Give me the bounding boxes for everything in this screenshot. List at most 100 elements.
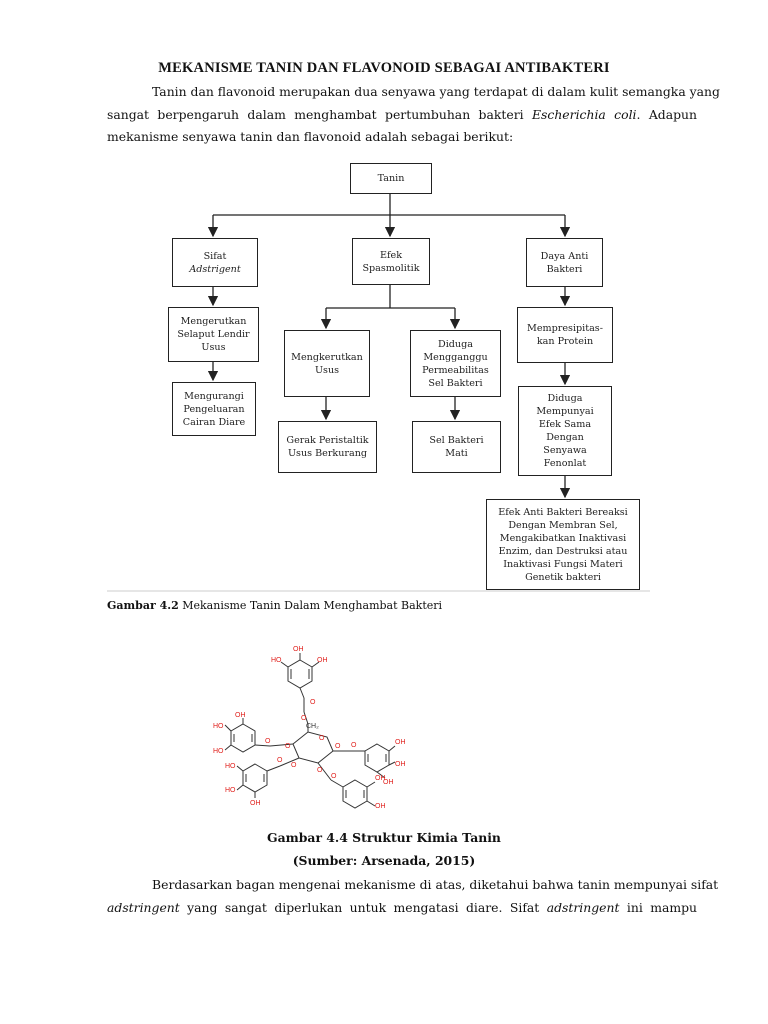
box-label: Sifat	[203, 250, 227, 262]
figure-caption-4-4: Gambar 4.4 Struktur Kimia Tanin	[267, 830, 501, 845]
structure-label: O	[285, 743, 291, 750]
intro-species-name: Escherichia coli	[531, 106, 637, 122]
structure-label: OH	[235, 712, 246, 719]
box-label: Efek Sama	[538, 419, 592, 430]
figure-number: Gambar 4.2	[107, 599, 179, 612]
box-label: Mengurangi	[184, 390, 244, 402]
structure-label: OH	[395, 761, 406, 768]
galloyl-ring-bottom	[342, 779, 368, 809]
intro-line-3: mekanisme senyawa tanin dan flavonoid ad…	[107, 129, 514, 144]
structure-label: CH₂	[306, 723, 319, 730]
structure-label: HO	[225, 763, 236, 770]
box-label: Mengakibatkan Inaktivasi	[499, 532, 627, 544]
structure-label: OH	[395, 739, 406, 746]
figure-caption-4-2: Gambar 4.2 Mekanisme Tanin Dalam Mengham…	[107, 599, 442, 612]
structure-label: OH	[375, 775, 386, 782]
structure-label: O	[319, 735, 325, 742]
intro-line-2-text: sangat berpengaruh dalam menghambat pert…	[107, 106, 524, 122]
box-label: kan Protein	[536, 336, 594, 347]
structure-label: O	[317, 767, 323, 774]
box-label: Sel Bakteri	[429, 435, 484, 446]
box-label: Enzim, dan Destruksi atau	[498, 545, 628, 557]
closing-line-2: adstringent yang sangat diperlukan untuk…	[107, 897, 697, 920]
box-label: Dengan Membran Sel,	[508, 519, 618, 531]
intro-line-2: sangat berpengaruh dalam menghambat pert…	[107, 104, 697, 127]
structure-label: O	[310, 699, 316, 706]
box-label: Bakteri	[546, 263, 583, 275]
box-mempresipitaskan-protein: Mempresipitas-kan Protein	[517, 307, 613, 363]
box-label: Dengan	[546, 432, 584, 443]
page-title: MEKANISME TANIN DAN FLAVONOID SEBAGAI AN…	[158, 60, 610, 76]
box-label: Permeabilitas	[422, 364, 489, 376]
box-label: Efek Anti Bakteri Bereaksi	[498, 506, 628, 518]
box-label: Mati	[445, 448, 468, 459]
box-label: Usus	[201, 342, 226, 353]
box-label: Cairan Diare	[182, 416, 246, 428]
closing-term: adstringent	[107, 899, 180, 915]
structure-label: HO	[271, 657, 282, 664]
box-label: Selaput Lendir	[177, 329, 250, 340]
closing-paragraph: Berdasarkan bagan mengenai mekanisme di …	[107, 874, 719, 920]
box-label: Pengeluaran	[183, 403, 245, 415]
closing-term: adstringent	[546, 899, 620, 915]
box-label: Mempresipitas-	[527, 323, 603, 334]
box-label: Usus Berkurang	[287, 448, 368, 459]
structure-label: O	[351, 742, 357, 749]
galloyl-ring-right	[364, 743, 390, 773]
box-label: Diduga	[547, 393, 583, 404]
box-label: Tanin	[377, 173, 405, 184]
box-label: Sel Bakteri	[428, 377, 483, 389]
structure-label: OH	[317, 657, 328, 664]
box-tanin: Tanin	[350, 163, 432, 194]
galloyl-ring-top	[287, 659, 313, 689]
box-label: Usus	[314, 364, 340, 376]
box-label: Senyawa	[543, 445, 587, 456]
box-label: Diduga	[438, 338, 473, 350]
intro-paragraph: Tanin dan flavonoid merupakan dua senyaw…	[107, 81, 720, 149]
structure-label: O	[277, 757, 283, 764]
closing-text: ini mampu	[619, 899, 697, 915]
structure-label: OH	[250, 800, 261, 807]
structure-label: HO	[213, 748, 224, 755]
box-label: Genetik bakteri	[525, 571, 601, 583]
box-label: Efek	[379, 249, 403, 261]
galloyl-ring-left-lower	[242, 763, 268, 793]
structure-label: O	[331, 773, 337, 780]
intro-line-1: Tanin dan flavonoid merupakan dua senyaw…	[152, 84, 720, 99]
intro-line-2-end: . Adapun	[636, 106, 697, 122]
closing-text: yang sangat diperlukan untuk mengatasi d…	[179, 899, 547, 915]
box-label: Daya Anti	[540, 250, 589, 262]
box-label: Adstrigent	[189, 263, 241, 275]
closing-line-1: Berdasarkan bagan mengenai mekanisme di …	[152, 877, 719, 892]
box-label: Mempunyai	[536, 406, 594, 417]
box-label: Gerak Peristaltik	[286, 435, 369, 446]
galloyl-ring-left-upper	[230, 723, 256, 753]
box-label: Mengerutkan	[180, 316, 247, 327]
structure-label: O	[335, 743, 341, 750]
structure-label: HO	[213, 723, 224, 730]
box-label: Mengkerutkan	[291, 351, 363, 363]
box-label: Mengganggu	[423, 351, 488, 363]
structure-label: O	[265, 738, 271, 745]
structure-label: OH	[383, 779, 394, 786]
structure-label: OH	[375, 803, 386, 810]
structure-label: O	[301, 715, 307, 722]
tannin-structure-diagram: OH HO OH O O OH HO HO O O HO HO OH O O O…	[213, 646, 406, 810]
figure-caption-text: Mekanisme Tanin Dalam Menghambat Bakteri	[178, 599, 443, 612]
structure-label: HO	[225, 787, 236, 794]
box-label: Inaktivasi Fungsi Materi	[503, 558, 623, 570]
figure-source: (Sumber: Arsenada, 2015)	[292, 853, 476, 868]
box-label: Spasmolitik	[362, 262, 420, 274]
flowchart-connectors	[107, 193, 650, 592]
box-label: Fenonlat	[543, 458, 587, 469]
